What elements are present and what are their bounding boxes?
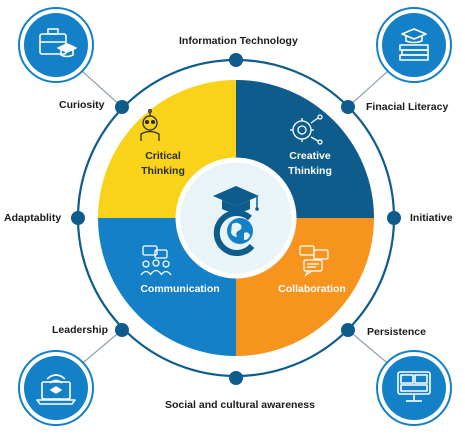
- ring-dot-bottom: [229, 371, 243, 385]
- people-chat-icon: [140, 245, 172, 276]
- ring-dot-left: [71, 211, 85, 225]
- ring-dot-top-left: [115, 100, 129, 114]
- brain-gear-icon: [290, 114, 323, 145]
- creative-thinking-line1: Creative: [289, 150, 331, 162]
- video-conference-icon: [397, 371, 431, 402]
- label-persistence: Persistence: [367, 326, 426, 338]
- quadrant-label-critical-thinking: Critical Thinking: [128, 149, 198, 179]
- label-financial-literacy: Finacial Literacy: [366, 101, 449, 113]
- critical-thinking-line2: Thinking: [141, 165, 185, 177]
- label-adaptability: Adaptablity: [4, 212, 62, 224]
- center-circle: [175, 157, 297, 279]
- creative-thinking-line2: Thinking: [288, 165, 332, 177]
- chat-bubbles-icon: [299, 245, 329, 277]
- ring-dot-top: [229, 53, 243, 67]
- quadrant-label-collaboration: Collaboration: [278, 283, 346, 295]
- quadrant-label-creative-thinking: Creative Thinking: [275, 149, 345, 179]
- briefcase-graduation-icon: [39, 28, 77, 58]
- ring-dot-bottom-right: [341, 323, 355, 337]
- critical-thinking-line1: Critical: [145, 150, 181, 162]
- corner-circle-bottom-right: [376, 350, 452, 426]
- ring-dot-right: [387, 211, 401, 225]
- quadrant-label-communication: Communication: [140, 283, 220, 295]
- corner-circle-top-left: [18, 7, 94, 83]
- label-social-cultural-awareness: Social and cultural awareness: [165, 399, 315, 411]
- label-initiative: Initiative: [410, 212, 453, 224]
- ring-dot-bottom-left: [115, 323, 129, 337]
- graduation-globe-logo-icon: [213, 186, 259, 256]
- label-curiosity: Curiosity: [59, 99, 105, 111]
- label-leadership: Leadership: [52, 324, 109, 336]
- robot-head-icon: [140, 109, 160, 141]
- ring-dot-top-right: [341, 100, 355, 114]
- laptop-wifi-icon: [36, 374, 76, 405]
- books-graduation-icon: [399, 28, 429, 61]
- label-information-technology: Information Technology: [179, 35, 298, 47]
